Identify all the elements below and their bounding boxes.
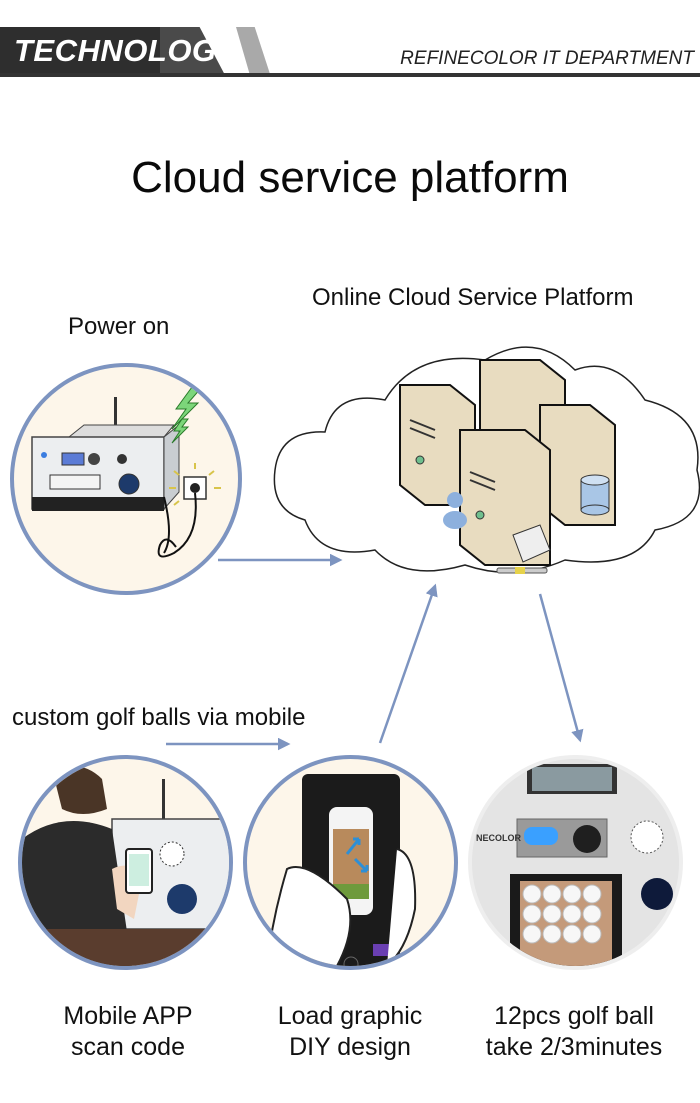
hand-icon: [265, 848, 417, 966]
department-label: REFINECOLOR IT DEPARTMENT: [400, 48, 694, 69]
phone-icon: [125, 848, 153, 894]
print-window: [641, 878, 673, 910]
arrow-cloud-to-printer: [538, 593, 584, 743]
printer-icon: [31, 397, 180, 511]
golf-ball-tray: [520, 881, 612, 966]
caption-line: Load graphic: [277, 1002, 423, 1030]
caption-load-graphic: Load graphic DIY design: [240, 1001, 460, 1063]
section-label: TECHNOLOGY: [14, 33, 238, 68]
power-on-label: Power on: [68, 313, 170, 340]
lcd-display: [524, 827, 558, 845]
page-title: Cloud service platform: [131, 153, 569, 202]
header-rule: [0, 73, 700, 77]
golf-printer-photo: NECOLOR: [468, 755, 683, 970]
brand-text: NECOLOR: [476, 833, 522, 843]
caption-line: take 2/3minutes: [485, 1033, 663, 1061]
cloud-platform-label: Online Cloud Service Platform: [312, 284, 634, 311]
qr-code-icon: [630, 820, 664, 854]
mobile-flow-label: custom golf balls via mobile: [12, 704, 306, 731]
users-icon: [443, 492, 467, 529]
power-on-illustration: [10, 363, 242, 595]
caption-line: 12pcs golf ball: [494, 1002, 654, 1030]
arrow-design-to-cloud: [378, 583, 438, 744]
diy-design-illustration: [243, 755, 458, 970]
person-icon: [22, 765, 229, 966]
nav-button: [573, 825, 601, 853]
caption-mobile-app: Mobile APP scan code: [18, 1001, 238, 1063]
cloud-illustration: [273, 346, 700, 574]
caption-line: scan code: [71, 1033, 185, 1061]
network-switch-icon: [496, 524, 551, 574]
phone-icon: [302, 774, 400, 966]
header-banner: [0, 27, 172, 77]
caption-line: Mobile APP: [63, 1002, 193, 1030]
mobile-scan-illustration: [18, 755, 233, 970]
power-socket-icon: [157, 463, 221, 558]
caption-line: DIY design: [289, 1033, 411, 1061]
database-icon: [580, 474, 610, 516]
caption-golf-ball: 12pcs golf ball take 2/3minutes: [464, 1001, 684, 1063]
